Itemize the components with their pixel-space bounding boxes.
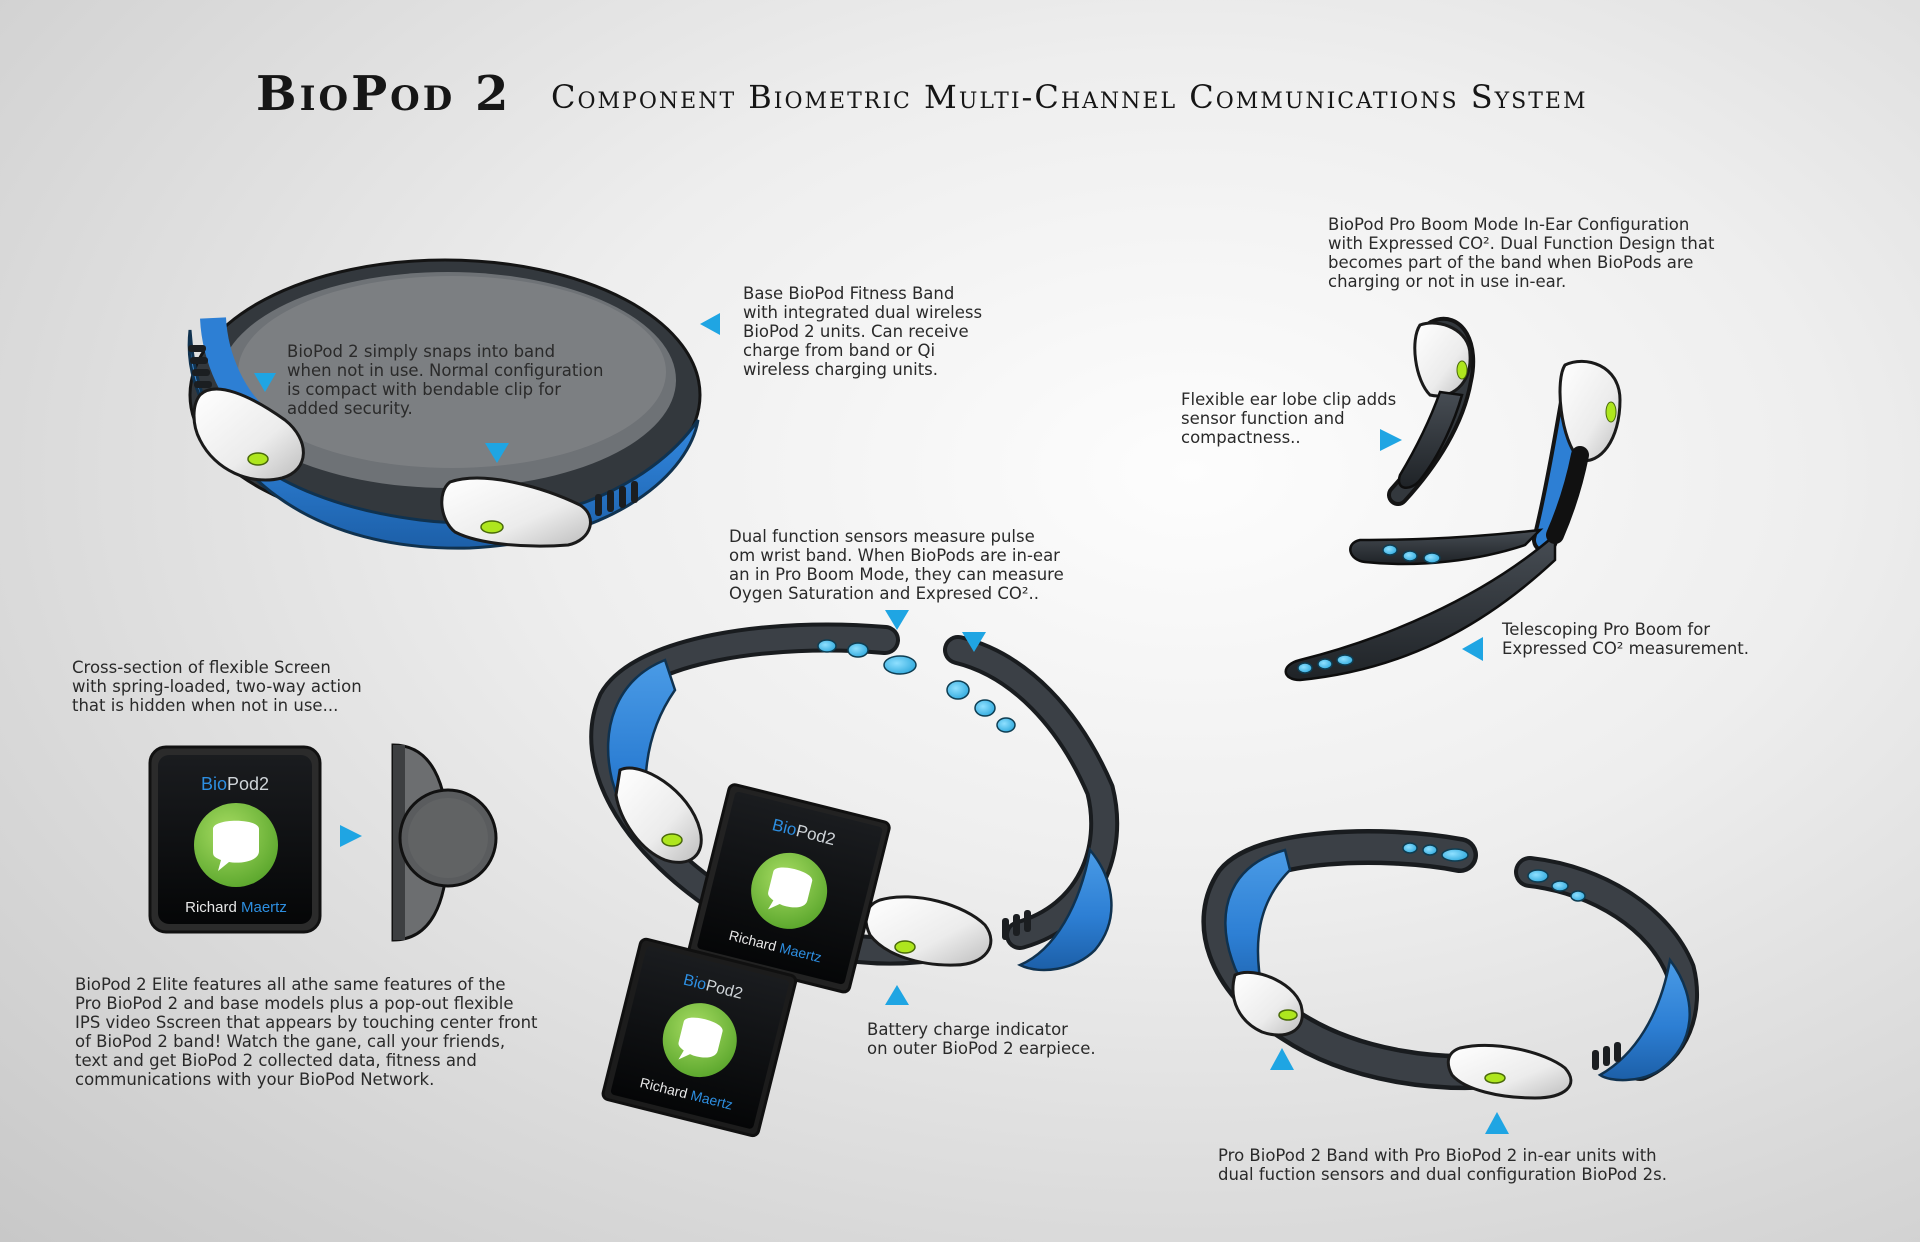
- pro-band: [1201, 829, 1699, 1100]
- flexible-screen-cross-section: [391, 743, 498, 942]
- battery-led-left: [661, 833, 683, 847]
- arrow-down-icon: [254, 373, 276, 392]
- biopod-left: [192, 387, 305, 482]
- note-elite: BioPod 2 Elite features all athe same fe…: [75, 975, 538, 1089]
- note-battery-indicator: Battery charge indicator on outer BioPod…: [867, 1020, 1096, 1058]
- sensor-pads-right: [946, 680, 1016, 733]
- note-dual-sensors: Dual function sensors measure pulse om w…: [729, 527, 1064, 603]
- base-fitness-band: [187, 258, 702, 550]
- biopod-left: [1231, 970, 1304, 1037]
- note-boom-mode: BioPod Pro Boom Mode In-Ear Configuratio…: [1328, 215, 1715, 291]
- biopod-right: [1446, 1044, 1573, 1100]
- pro-boom-lower: [1284, 532, 1557, 682]
- arrow-left-icon: [1462, 637, 1483, 661]
- note-telescoping-boom: Telescoping Pro Boom for Expressed CO² m…: [1502, 620, 1750, 658]
- arrow-up-icon: [1485, 1112, 1509, 1134]
- biopod-right: [440, 476, 592, 548]
- ear-lobe-clip: [1397, 390, 1589, 544]
- callout-arrows: [254, 313, 1509, 1134]
- note-base-band: Base BioPod Fitness Band with integrated…: [743, 284, 983, 379]
- note-ear-clip: Flexible ear lobe clip adds sensor funct…: [1181, 390, 1397, 447]
- arrow-down-icon: [485, 443, 509, 463]
- battery-led-right: [894, 940, 916, 954]
- grip-ribs-right: [595, 481, 638, 516]
- arrow-up-icon: [885, 985, 909, 1005]
- page-title: BioPod 2: [256, 66, 512, 122]
- arrow-right-icon: [340, 825, 362, 847]
- earpiece-right: [1558, 359, 1622, 463]
- battery-led-right: [480, 520, 504, 534]
- note-pro-band: Pro BioPod 2 Band with Pro BioPod 2 in-e…: [1218, 1146, 1667, 1184]
- pro-boom-upper: [1349, 528, 1544, 566]
- earpiece-left: [1413, 321, 1472, 398]
- note-cross-section: Cross-section of flexible Screen with sp…: [72, 658, 362, 715]
- arrow-up-icon: [1270, 1048, 1294, 1070]
- grip-ribs: [1002, 910, 1031, 940]
- screen-username: Richard Maertz: [185, 899, 287, 916]
- grip-ribs-left: [188, 345, 212, 388]
- biopod-left: [614, 766, 703, 864]
- page-subtitle: Component Biometric Multi-Channel Commun…: [551, 78, 1588, 116]
- battery-led-right: [1484, 1072, 1506, 1084]
- battery-led-left: [1278, 1009, 1298, 1021]
- battery-led-left: [247, 452, 269, 466]
- screen-brand: BioPod2: [201, 774, 269, 794]
- flexible-screen-front: BioPod2 Richard Maertz: [148, 745, 322, 934]
- arrow-down-icon: [885, 610, 909, 630]
- arrow-right-icon: [1380, 429, 1402, 451]
- arrow-left-icon: [700, 313, 720, 335]
- grip-ribs: [1592, 1042, 1621, 1070]
- note-snap-in: BioPod 2 simply snaps into band when not…: [287, 342, 604, 418]
- elite-screen-copy: BioPod2 Richard Maertz: [601, 937, 798, 1138]
- elite-popout-screen: BioPod2 Richard Maertz: [687, 783, 891, 994]
- sensor-pads-left: [817, 639, 917, 675]
- arrow-down-icon: [962, 632, 986, 652]
